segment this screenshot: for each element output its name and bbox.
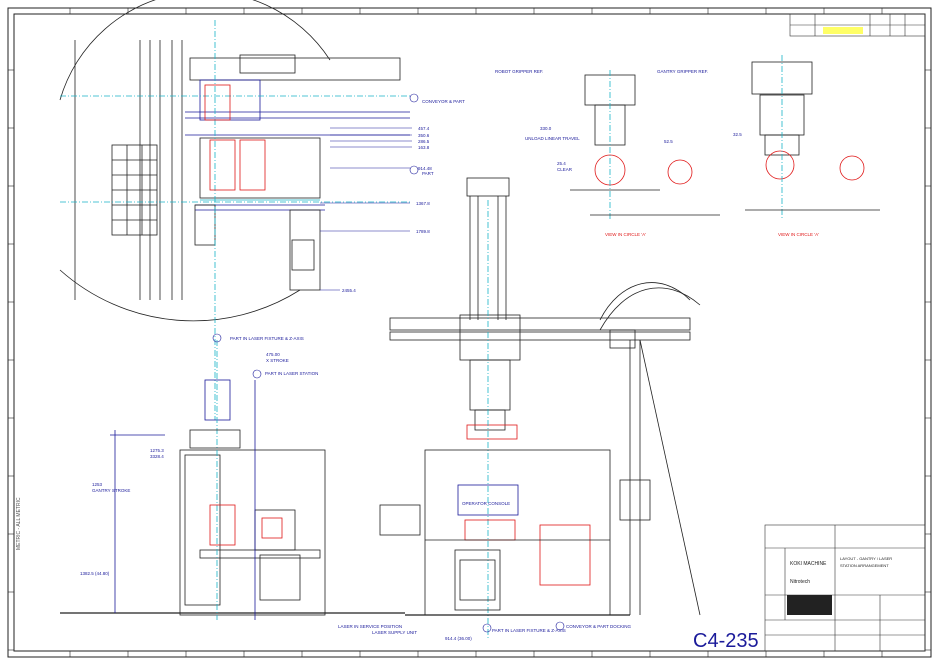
operator-console-label: OPERATOR CONSOLE	[462, 501, 510, 506]
robot-gripper-ref: ROBOT GRIPPER REF.	[495, 69, 543, 74]
centerline-symbol	[252, 369, 262, 379]
callout-x-stroke: X STROKE	[266, 358, 289, 363]
dim-label: 25.4	[557, 161, 566, 166]
centerline-symbol	[482, 623, 492, 633]
centerline-symbol	[555, 621, 565, 631]
dim-label: 457.4	[418, 126, 430, 131]
callout-part-fixture-bottom: PART IN LASER FIXTURE & Z-AXIS	[492, 628, 566, 633]
dim-label: 1275.3	[150, 448, 164, 453]
dim-label: 475.00	[266, 352, 280, 357]
gantry-gripper-ref: GANTRY GRIPPER REF.	[657, 69, 708, 74]
clear-label: CLEAR	[557, 167, 573, 172]
callout-part-in-laser-station: PART IN LASER STATION	[265, 371, 318, 376]
gantry-assembly	[389, 177, 701, 640]
unload-linear-travel: UNLOAD LINEAR TRAVEL	[525, 136, 580, 141]
sheet-border	[7, 7, 932, 658]
title-block	[764, 524, 926, 652]
dim-label: 286.5	[418, 139, 430, 144]
dim-label: 2455.4	[342, 288, 356, 293]
plan-dimension-lines	[320, 127, 412, 291]
dim-label: 1789.8	[416, 229, 430, 234]
centerline-callout-part: PART	[422, 171, 434, 176]
gantry-stroke-label: GANTRY STROKE	[92, 488, 130, 493]
title-line-2: STATION ARRANGEMENT	[840, 563, 889, 568]
centerline-symbol	[212, 333, 222, 343]
plan-view	[59, 0, 410, 420]
sheet-inner-border	[13, 13, 926, 652]
operator-station	[379, 449, 630, 616]
border-ticks	[8, 8, 931, 657]
dim-label: 163.8	[418, 145, 430, 150]
sheet-number: C4-235	[693, 630, 759, 652]
callout-laser-supply: LASER SUPPLY UNIT	[372, 630, 417, 635]
title-company: Nitrotech	[790, 579, 810, 585]
gantry-stroke-dim: 1253	[92, 482, 103, 487]
dim-label: 914.4 (36.00)	[445, 636, 472, 641]
dim-label: 32.5	[733, 132, 742, 137]
dim-label: 330.0	[540, 126, 552, 131]
title-customer: KOKI MACHINE	[790, 561, 827, 567]
centerline-symbol	[409, 165, 419, 175]
dim-label: 914.48	[418, 166, 432, 171]
dim-label: 1367.8	[416, 201, 430, 206]
revision-block	[789, 13, 926, 37]
callout-conveyor-bottom: CONVEYOR & PART DOCKING	[566, 624, 632, 629]
view-caption-b: VIEW IN CIRCLE 'A'	[778, 232, 819, 237]
left-elevation	[60, 340, 405, 620]
view-caption-a: VIEW IN CIRCLE 'A'	[605, 232, 646, 237]
callout-part-in-laser-fixture: PART IN LASER FIXTURE & Z-AXIS	[230, 336, 304, 341]
centerline-symbol	[409, 93, 419, 103]
dim-label: 1382.5 (44.80)	[80, 571, 110, 576]
callout-laser-service: LASER IN SERVICE POSITION	[338, 624, 402, 629]
centerline-callout-conveyor: CONVEYOR & PART	[422, 99, 465, 104]
dim-label: 350.6	[418, 133, 430, 138]
dim-label: 3328.4	[150, 454, 164, 459]
title-line-1: LAYOUT - GANTRY / LASER	[840, 556, 892, 561]
border-side-label: METRIC - ALL METRIC	[16, 497, 22, 550]
detail-view-robot	[570, 70, 720, 220]
detail-view-gantry	[745, 55, 880, 220]
dim-label: 52.5	[664, 139, 673, 144]
